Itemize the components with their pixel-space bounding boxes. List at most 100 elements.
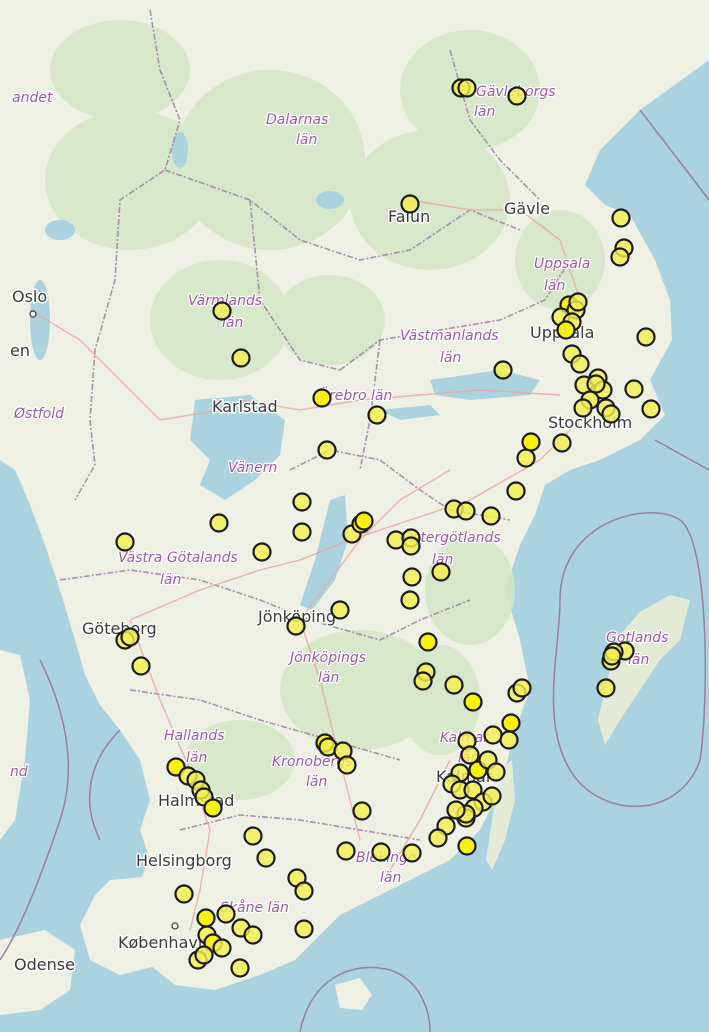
city-dot-kobenhavn bbox=[171, 922, 179, 930]
observation-marker[interactable] bbox=[196, 908, 216, 928]
observation-marker[interactable] bbox=[463, 692, 483, 712]
observation-marker[interactable] bbox=[243, 826, 263, 846]
lake-siljan bbox=[316, 191, 344, 209]
observation-marker[interactable] bbox=[216, 904, 236, 924]
place-label-gavle: Gävle bbox=[504, 199, 550, 218]
region-label-hallands-1: Hallands bbox=[164, 728, 225, 744]
observation-marker[interactable] bbox=[400, 590, 420, 610]
observation-marker[interactable] bbox=[486, 762, 506, 782]
observation-marker[interactable] bbox=[556, 320, 576, 340]
observation-marker[interactable] bbox=[418, 632, 438, 652]
observation-marker[interactable] bbox=[431, 562, 451, 582]
observation-marker[interactable] bbox=[457, 836, 477, 856]
observation-marker[interactable] bbox=[115, 532, 135, 552]
observation-marker[interactable] bbox=[586, 374, 606, 394]
observation-marker[interactable] bbox=[292, 522, 312, 542]
observation-marker[interactable] bbox=[354, 511, 374, 531]
observation-marker[interactable] bbox=[212, 301, 232, 321]
observation-marker[interactable] bbox=[512, 678, 532, 698]
observation-marker[interactable] bbox=[402, 567, 422, 587]
observation-marker[interactable] bbox=[611, 208, 631, 228]
observation-marker[interactable] bbox=[294, 881, 314, 901]
land-bornholm bbox=[335, 978, 372, 1010]
lake-vattern bbox=[300, 495, 348, 610]
lake-oslofjord bbox=[30, 280, 50, 360]
observation-marker[interactable] bbox=[312, 388, 332, 408]
observation-marker[interactable] bbox=[481, 506, 501, 526]
observation-marker[interactable] bbox=[516, 448, 536, 468]
observation-marker[interactable] bbox=[457, 78, 477, 98]
lake-vanern bbox=[190, 395, 285, 500]
observation-marker[interactable] bbox=[352, 801, 372, 821]
observation-marker[interactable] bbox=[610, 247, 630, 267]
observation-marker[interactable] bbox=[401, 536, 421, 556]
region-label-fragment-nd: nd bbox=[10, 764, 28, 780]
observation-marker[interactable] bbox=[493, 360, 513, 380]
observation-marker[interactable] bbox=[194, 945, 214, 965]
observation-marker[interactable] bbox=[456, 501, 476, 521]
region-label-uppsala-2: län bbox=[544, 278, 565, 294]
observation-marker[interactable] bbox=[552, 433, 572, 453]
maritime-borders bbox=[0, 109, 709, 1032]
observation-marker[interactable] bbox=[131, 656, 151, 676]
observation-marker[interactable] bbox=[573, 398, 593, 418]
observation-marker[interactable] bbox=[570, 354, 590, 374]
observation-marker[interactable] bbox=[507, 86, 527, 106]
observation-marker[interactable] bbox=[330, 600, 350, 620]
observation-marker[interactable] bbox=[521, 432, 541, 452]
observation-marker[interactable] bbox=[460, 745, 480, 765]
marker-layer[interactable] bbox=[115, 78, 661, 978]
region-label-orebro: Örebro län bbox=[318, 386, 392, 404]
observation-marker[interactable] bbox=[256, 848, 276, 868]
observation-marker[interactable] bbox=[400, 194, 420, 214]
observation-marker[interactable] bbox=[230, 958, 250, 978]
region-label-vastmanlands-1: Västmanlands bbox=[400, 328, 499, 344]
observation-marker[interactable] bbox=[317, 440, 337, 460]
observation-marker[interactable] bbox=[482, 786, 502, 806]
observation-marker[interactable] bbox=[446, 800, 466, 820]
land-gotland bbox=[598, 595, 690, 745]
region-label-kronobergs-1: Kronobergs bbox=[272, 754, 352, 770]
land-fyn bbox=[0, 930, 75, 1015]
observation-marker[interactable] bbox=[292, 492, 312, 512]
observation-marker[interactable] bbox=[641, 399, 661, 419]
observation-marker[interactable] bbox=[286, 616, 306, 636]
place-label-oslo: Oslo bbox=[12, 287, 47, 306]
observation-marker[interactable] bbox=[428, 828, 448, 848]
observation-marker[interactable] bbox=[371, 842, 391, 862]
observation-marker[interactable] bbox=[568, 292, 588, 312]
observation-marker[interactable] bbox=[174, 884, 194, 904]
place-label-kobenhavn: København bbox=[118, 933, 208, 952]
observation-marker[interactable] bbox=[602, 646, 622, 666]
observation-marker[interactable] bbox=[336, 841, 356, 861]
observation-marker[interactable] bbox=[337, 755, 357, 775]
observation-marker[interactable] bbox=[499, 730, 519, 750]
observation-marker[interactable] bbox=[120, 627, 140, 647]
observation-marker[interactable] bbox=[203, 798, 223, 818]
observation-marker[interactable] bbox=[212, 938, 232, 958]
observation-marker[interactable] bbox=[402, 843, 422, 863]
place-label-helsingborg: Helsingborg bbox=[136, 851, 232, 870]
observation-marker[interactable] bbox=[601, 404, 621, 424]
lake-hjalmaren bbox=[380, 405, 440, 420]
observation-marker[interactable] bbox=[483, 725, 503, 745]
observation-marker[interactable] bbox=[243, 925, 263, 945]
observation-marker[interactable] bbox=[209, 513, 229, 533]
observation-marker[interactable] bbox=[506, 481, 526, 501]
observation-marker[interactable] bbox=[501, 713, 521, 733]
observation-marker[interactable] bbox=[636, 327, 656, 347]
region-label-ostfold: Østfold bbox=[13, 406, 64, 422]
observation-marker[interactable] bbox=[596, 678, 616, 698]
region-label-jonkopings-1: Jönköpings bbox=[287, 650, 366, 666]
region-label-varmlands-1: Värmlands bbox=[188, 293, 262, 309]
observation-marker[interactable] bbox=[231, 348, 251, 368]
observation-marker[interactable] bbox=[444, 675, 464, 695]
observation-marker[interactable] bbox=[624, 379, 644, 399]
observation-marker[interactable] bbox=[413, 671, 433, 691]
observation-marker[interactable] bbox=[294, 919, 314, 939]
observation-marker[interactable] bbox=[367, 405, 387, 425]
region-label-gavleborgs-2: län bbox=[474, 104, 495, 120]
region-label-kronobergs-2: län bbox=[306, 774, 327, 790]
observation-marker[interactable] bbox=[252, 542, 272, 562]
